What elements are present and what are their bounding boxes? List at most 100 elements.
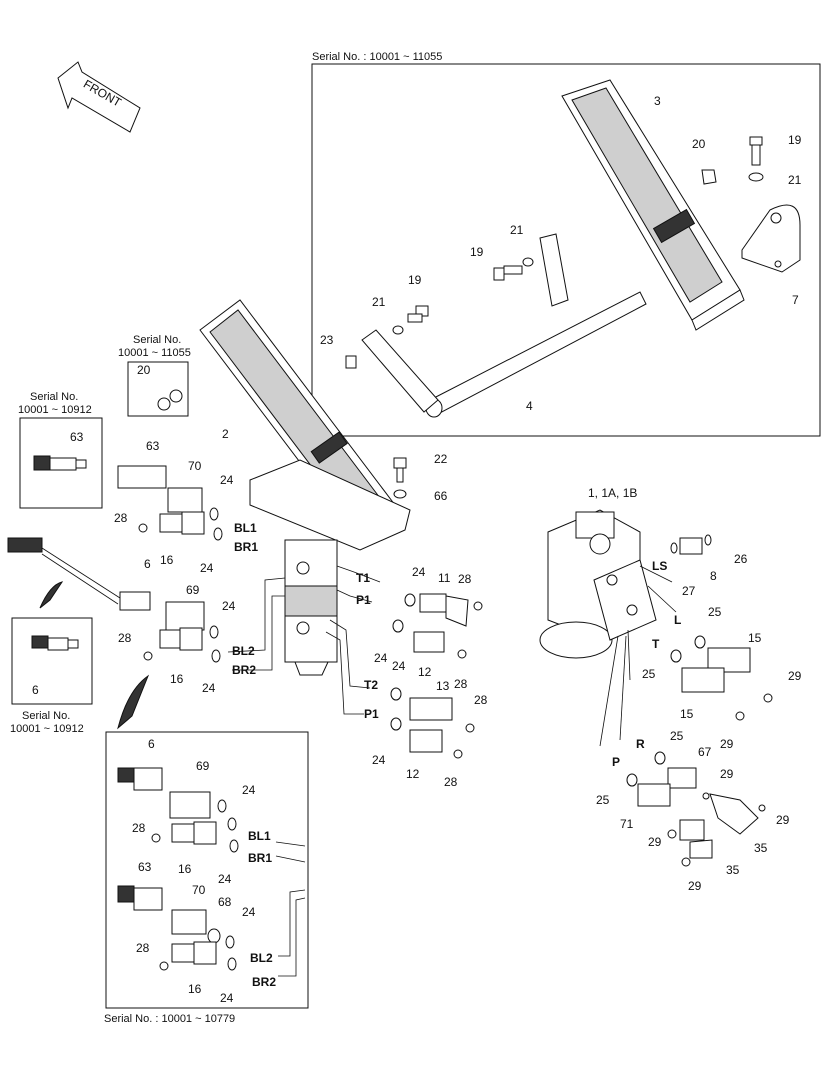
bracket-7 <box>741 204 801 273</box>
callout: 19 <box>788 133 802 147</box>
serial-20-range: 10001 ~ 11055 <box>118 347 191 359</box>
callout: 69 <box>186 583 200 597</box>
steering-unit <box>539 509 657 659</box>
valve-fittings <box>390 593 483 759</box>
callout: 19 <box>408 273 422 287</box>
callout: 29 <box>720 767 734 781</box>
pedal-upper <box>561 79 745 331</box>
callout: 11 <box>438 571 451 585</box>
callout: 29 <box>720 737 734 751</box>
callout: 4 <box>526 399 533 413</box>
callout: 63 <box>70 430 84 444</box>
callout: 24 <box>220 991 234 1005</box>
serial-6-range: 10001 ~ 10912 <box>10 723 84 735</box>
callout: 15 <box>680 707 694 721</box>
callout: 28 <box>132 821 146 835</box>
callout: 12 <box>406 767 420 781</box>
callout: 28 <box>136 941 150 955</box>
callout: 25 <box>670 729 684 743</box>
port-R: R <box>636 737 645 751</box>
port-BL1: BL1 <box>234 521 257 535</box>
callout: 24 <box>202 681 216 695</box>
serial-20-title: Serial No. <box>133 334 181 346</box>
serial-box-bottom <box>105 731 309 1009</box>
bolt-22 <box>393 457 407 499</box>
fasteners-top <box>345 136 764 369</box>
serial-63-title: Serial No. <box>30 391 78 403</box>
callout: 7 <box>792 293 799 307</box>
callout: 25 <box>596 793 610 807</box>
leader-lines-bottom <box>275 841 306 977</box>
switch-group-lower <box>117 601 221 730</box>
switch-group-upper <box>117 465 223 541</box>
port-BL2-bottom: BL2 <box>250 951 273 965</box>
port-BR2-bottom: BR2 <box>252 975 276 989</box>
callout: 20 <box>692 137 706 151</box>
serial-top-label: Serial No. : 10001 ~ 11055 <box>312 51 442 63</box>
serial-box-20 <box>127 361 189 417</box>
port-P1: P1 <box>356 593 371 607</box>
callout: 28 <box>118 631 132 645</box>
callout: 66 <box>434 489 448 503</box>
serial-box-6 <box>11 617 93 705</box>
callout: 29 <box>688 879 702 893</box>
callout: 21 <box>372 295 386 309</box>
callout: 24 <box>200 561 214 575</box>
port-BR2: BR2 <box>232 663 256 677</box>
callout: 6 <box>144 557 151 571</box>
serial-box-63 <box>19 417 103 509</box>
callout: 28 <box>454 677 468 691</box>
callout: 24 <box>218 872 232 886</box>
callout: 16 <box>170 672 184 686</box>
port-LS: LS <box>652 559 667 573</box>
callout: 24 <box>412 565 426 579</box>
callout: 35 <box>754 841 768 855</box>
callouts: 1, 1A, 1B 2 3 4 6 6 6 7 8 11 12 12 13 15… <box>32 94 802 1005</box>
callout: 70 <box>192 883 206 897</box>
callout: 71 <box>620 817 634 831</box>
harness-6 <box>7 537 151 611</box>
callout: 24 <box>392 659 406 673</box>
port-P1-lower: P1 <box>364 707 379 721</box>
sensor-63-small <box>33 455 87 471</box>
callout: 6 <box>32 683 39 697</box>
callout: 24 <box>242 783 256 797</box>
callout: 16 <box>160 553 174 567</box>
callout: 35 <box>726 863 740 877</box>
callout: 24 <box>242 905 256 919</box>
callout: 24 <box>374 651 388 665</box>
pedal-lower <box>199 299 411 551</box>
callout: 12 <box>418 665 432 679</box>
callout: 63 <box>146 439 160 453</box>
callout: 24 <box>222 599 236 613</box>
callout: 20 <box>137 363 151 377</box>
port-T2: T2 <box>364 678 378 692</box>
serial-63-range: 10001 ~ 10912 <box>18 404 92 416</box>
callout: 1, 1A, 1B <box>588 486 637 500</box>
callout: 21 <box>510 223 524 237</box>
callout: 22 <box>434 452 448 466</box>
callout: 3 <box>654 94 661 108</box>
port-T1: T1 <box>356 571 370 585</box>
callout: 63 <box>138 860 152 874</box>
callout: 67 <box>698 745 712 759</box>
callout: 29 <box>788 669 802 683</box>
callout: 27 <box>682 584 696 598</box>
leader-lines-valve <box>227 565 381 715</box>
callout: 2 <box>222 427 229 441</box>
callout: 19 <box>470 245 484 259</box>
callout: 24 <box>372 753 386 767</box>
brake-valve-body <box>284 539 338 676</box>
leader-lines-steering <box>599 565 677 747</box>
callout: 24 <box>220 473 234 487</box>
callout: 16 <box>178 862 192 876</box>
switch-group-bottom <box>117 767 239 971</box>
serial-box-top <box>311 63 821 437</box>
callout: 68 <box>218 895 232 909</box>
callout: 70 <box>188 459 202 473</box>
port-T: T <box>652 637 660 651</box>
callout: 6 <box>148 737 155 751</box>
serial-bottom-label: Serial No. : 10001 ~ 10779 <box>104 1013 235 1025</box>
sensor-6-small <box>31 635 79 651</box>
